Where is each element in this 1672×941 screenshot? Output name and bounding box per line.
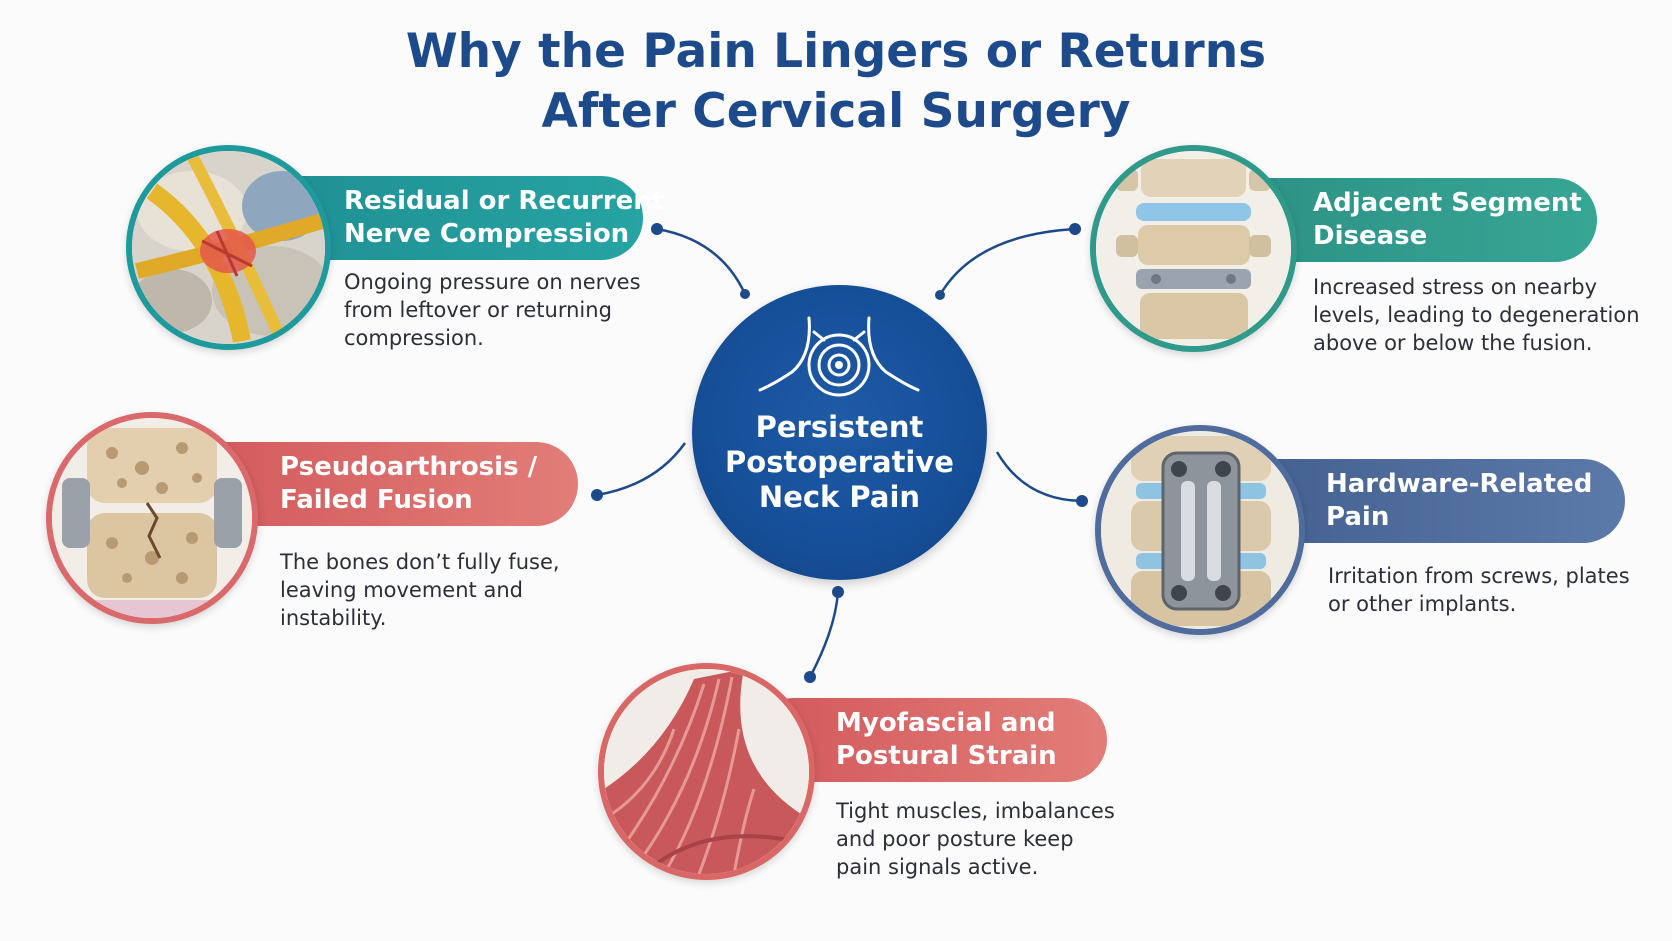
neck-target-icon: [758, 316, 920, 397]
cause-nerve-desc: Ongoing pressure on nerves from leftover…: [344, 270, 641, 350]
page-title: Why the Pain Lingers or Returns After Ce…: [0, 22, 1672, 142]
cause-nerve-title-2: Nerve Compression: [344, 219, 630, 249]
cracked-vertebra-illustration: [46, 412, 258, 624]
spinal-plate-illustration: [1095, 425, 1305, 635]
connector-fusion: [596, 442, 687, 497]
connector-hardware: [995, 451, 1083, 503]
cause-hardware-desc: Irritation from screws, plates or other …: [1328, 564, 1630, 616]
cause-adjacent-title-2: Disease: [1313, 221, 1428, 251]
cause-fusion-title-2: Failed Fusion: [280, 485, 473, 515]
cause-fusion-desc: The bones don’t fully fuse, leaving move…: [280, 550, 560, 630]
cause-hardware-title-1: Hardware-Related: [1326, 469, 1593, 499]
cause-adjacent-title-1: Adjacent Segment: [1313, 188, 1582, 218]
neck-muscles-illustration: [598, 663, 815, 880]
hub-line-3: Neck Pain: [758, 480, 921, 514]
spine-segments-illustration: [1090, 145, 1297, 352]
connector-dot-nerve: [651, 223, 663, 235]
cause-myofascial-desc: Tight muscles, imbalances and poor postu…: [836, 799, 1115, 879]
cause-nerve-title-1: Residual or Recurrent: [344, 186, 665, 216]
title-line-2: After Cervical Surgery: [541, 84, 1131, 139]
connector-nerve: [656, 227, 747, 295]
cause-hardware-title-2: Pain: [1326, 502, 1390, 532]
hub-line-2: Postoperative: [725, 445, 954, 479]
connector-dot-hardware: [1076, 495, 1088, 507]
connector-dot-myofascial-top: [832, 586, 844, 598]
cause-myofascial-title-1: Myofascial and: [836, 708, 1056, 738]
cause-fusion-title-1: Pseudoarthrosis /: [280, 452, 538, 482]
connector-dot-adjacent: [1069, 223, 1081, 235]
connector-dot-nerve-end: [740, 289, 750, 299]
connector-adjacent: [938, 227, 1076, 296]
cause-adjacent-desc: Increased stress on nearby levels, leadi…: [1313, 275, 1640, 355]
hub-label: Persistent Postoperative Neck Pain: [692, 410, 987, 515]
connector-myofascial: [808, 591, 840, 678]
connector-dot-fusion: [591, 489, 603, 501]
compressed-nerve-illustration: [126, 145, 331, 350]
central-hub: Persistent Postoperative Neck Pain: [692, 285, 987, 580]
connector-dot-adjacent-end: [935, 290, 945, 300]
title-line-1: Why the Pain Lingers or Returns: [405, 24, 1267, 79]
cause-myofascial-title-2: Postural Strain: [836, 741, 1057, 771]
hub-line-1: Persistent: [755, 410, 924, 444]
